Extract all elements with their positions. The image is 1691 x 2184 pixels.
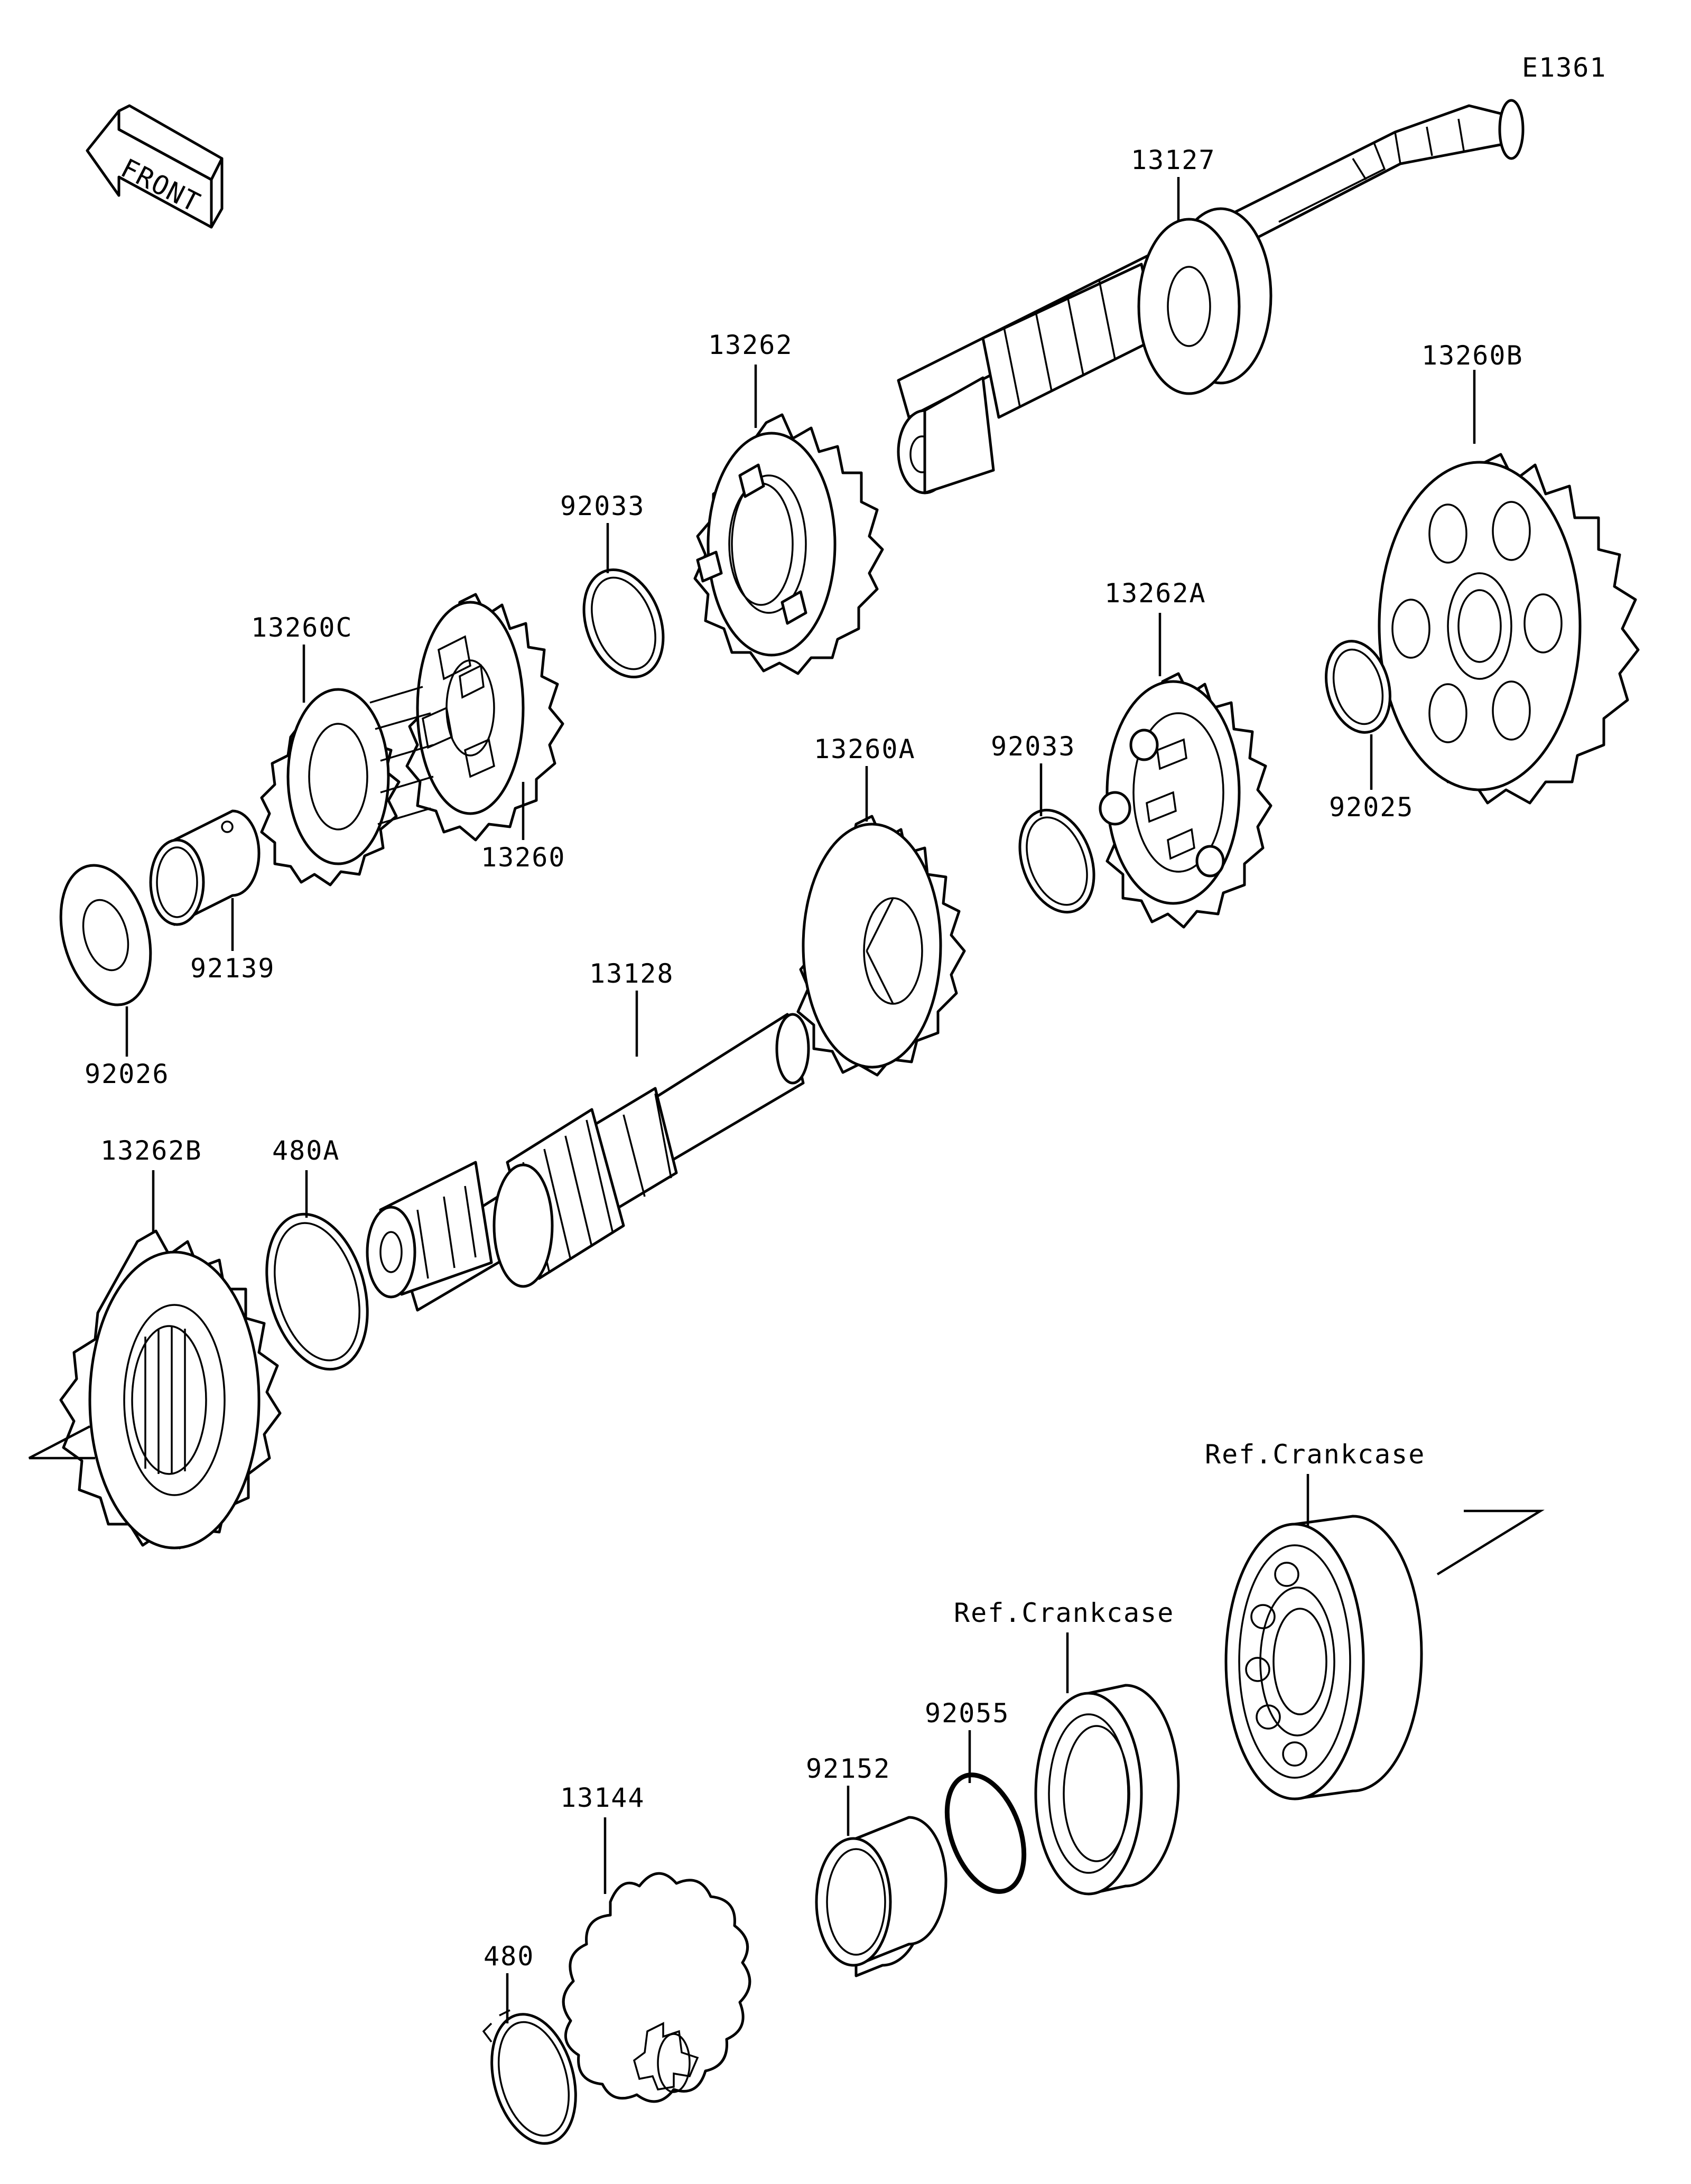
gear-13260C xyxy=(260,686,434,886)
bearing-ref-crankcase xyxy=(1224,1515,1423,1800)
gear-13262 xyxy=(693,413,884,675)
gear-13260B xyxy=(1378,453,1640,805)
callout-13128: 13128 xyxy=(589,958,674,989)
circlip-480 xyxy=(482,2009,577,2145)
callout-13262A: 13262A xyxy=(1104,578,1206,609)
callout-13262B: 13262B xyxy=(100,1135,202,1166)
callout-13260A: 13260A xyxy=(814,734,916,764)
sprocket-13144 xyxy=(562,1872,751,2103)
oil-seal-ref-crankcase xyxy=(1034,1684,1180,1896)
circlip-92033-lower xyxy=(1018,808,1095,914)
washer-92026 xyxy=(59,864,152,1006)
callout-92139: 92139 xyxy=(190,953,275,984)
collar-92152 xyxy=(815,1816,947,1977)
callout-480: 480 xyxy=(484,1941,534,1972)
washer-92025 xyxy=(1325,640,1391,734)
callout-13260C: 13260C xyxy=(251,612,353,643)
callout-480A: 480A xyxy=(272,1135,340,1166)
diagram-code: E1361 xyxy=(1522,52,1607,83)
shaft-13127 xyxy=(897,99,1525,494)
callout-92026: 92026 xyxy=(85,1059,170,1089)
callout-92033-upper: 92033 xyxy=(560,491,645,521)
callout-13144: 13144 xyxy=(560,1782,645,1813)
gear-13262B xyxy=(59,1229,282,1550)
gear-13260A xyxy=(796,815,966,1077)
callout-13260B: 13260B xyxy=(1421,340,1523,371)
shaft-13128 xyxy=(366,1013,810,1312)
circlip-92033-upper xyxy=(582,568,665,679)
callout-92152: 92152 xyxy=(806,1753,891,1784)
callout-13260: 13260 xyxy=(481,842,566,873)
callout-92033-lower: 92033 xyxy=(991,731,1076,762)
callout-92055: 92055 xyxy=(925,1698,1010,1729)
gear-13262A xyxy=(1099,672,1272,929)
gear-13260 xyxy=(405,593,564,842)
callout-92025: 92025 xyxy=(1329,792,1414,823)
circlip-480A xyxy=(265,1212,369,1371)
callout-ref-crankcase-lower: Ref.Crankcase xyxy=(954,1598,1174,1628)
bushing-92139 xyxy=(149,809,261,926)
callout-ref-crankcase-upper: Ref.Crankcase xyxy=(1205,1439,1425,1470)
callout-13262: 13262 xyxy=(708,330,793,360)
callout-13127: 13127 xyxy=(1131,145,1216,175)
o-ring-92055 xyxy=(944,1772,1027,1894)
front-arrow-icon: FRONT xyxy=(86,104,224,229)
